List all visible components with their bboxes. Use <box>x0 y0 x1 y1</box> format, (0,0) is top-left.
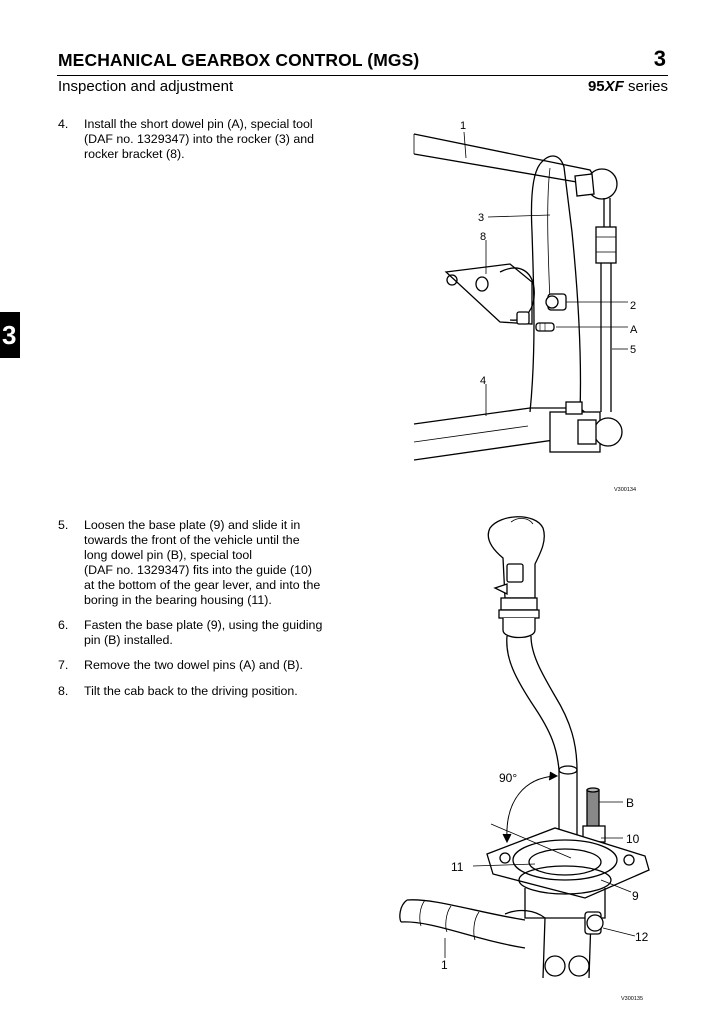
figure1-callout-3: 3 <box>478 212 484 224</box>
rocker-assembly-figure: 1 3 8 2 A 5 4 <box>413 120 638 461</box>
step-line: Remove the two dowel pins (A) and (B). <box>84 658 303 672</box>
step-line: towards the front of the vehicle until t… <box>84 533 300 547</box>
figure2-callout-12: 12 <box>635 930 649 944</box>
figure2-callout-1: 1 <box>441 958 448 972</box>
figure1-callout-a: A <box>630 324 638 336</box>
figure2-callout-11: 11 <box>451 860 464 874</box>
step-text: Remove the two dowel pins (A) and (B). <box>84 658 303 673</box>
figure1-callout-5: 5 <box>630 344 636 356</box>
chapter-side-tab: 3 <box>0 312 20 358</box>
step-line: Tilt the cab back to the driving positio… <box>84 684 298 698</box>
section-subtitle: Inspection and adjustment <box>58 78 234 95</box>
gear-lever-figure: 90° B 10 11 9 12 1 <box>399 516 650 979</box>
step-line: Loosen the base plate (9) and slide it i… <box>84 518 301 532</box>
chapter-number: 3 <box>653 46 666 71</box>
figure1-callout-1: 1 <box>460 120 466 132</box>
step-line: (DAF no. 1329347) fits into the guide (1… <box>84 563 312 577</box>
step-number: 8. <box>58 684 69 698</box>
step-line: pin (B) installed. <box>84 633 173 647</box>
figure1-callout-8: 8 <box>480 231 486 243</box>
series-model: XF <box>604 78 624 95</box>
step-line: rocker bracket (8). <box>84 147 185 161</box>
series-suffix: series <box>623 78 668 95</box>
figure1-callout-2: 2 <box>630 300 636 312</box>
series-prefix: 95 <box>587 78 605 95</box>
step-text: Install the short dowel pin (A), special… <box>84 117 314 162</box>
step-number: 7. <box>58 658 69 672</box>
step-line: Install the short dowel pin (A), special… <box>84 117 313 131</box>
figure2-code: V300135 <box>621 996 644 1002</box>
step-number: 5. <box>58 518 69 532</box>
step-text: Loosen the base plate (9) and slide it i… <box>84 518 320 608</box>
figure2-angle-label: 90° <box>499 771 517 785</box>
step-text: Tilt the cab back to the driving positio… <box>84 684 298 699</box>
figure2-callout-9: 9 <box>632 889 639 903</box>
figure1-code: V300134 <box>614 487 637 493</box>
step-line: boring in the bearing housing (11). <box>84 593 272 607</box>
step-line: at the bottom of the gear lever, and int… <box>84 578 321 592</box>
step-line: long dowel pin (B), special tool <box>84 548 253 562</box>
figure1-callout-4: 4 <box>480 375 486 387</box>
figure2-callout-10: 10 <box>626 832 640 846</box>
header-rule <box>57 75 668 76</box>
series-label: 95XF series <box>588 78 668 95</box>
step-number: 6. <box>58 618 69 632</box>
step-line: Fasten the base plate (9), using the gui… <box>84 618 323 632</box>
page-title: MECHANICAL GEARBOX CONTROL (MGS) <box>58 50 420 70</box>
step-line: (DAF no. 1329347) into the rocker (3) an… <box>84 132 315 146</box>
step-text: Fasten the base plate (9), using the gui… <box>84 618 322 648</box>
step-number: 4. <box>58 117 69 131</box>
figure2-callout-b: B <box>626 796 634 810</box>
